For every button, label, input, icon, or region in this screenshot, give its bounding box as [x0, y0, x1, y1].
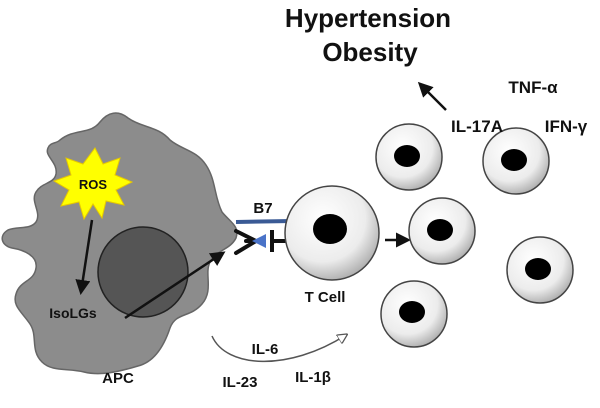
daughter-cell-1 — [375, 123, 443, 191]
feedback-il1b: IL-1β — [295, 369, 331, 386]
mhc-receptor-fork — [234, 229, 258, 255]
isolgs-to-receptor-arrow — [124, 251, 226, 320]
main-t-cell — [284, 185, 380, 281]
apc-nucleus — [97, 226, 189, 318]
ros-to-isolgs-arrow — [75, 219, 94, 295]
b7-bar — [235, 219, 293, 224]
b7-label: B7 — [253, 200, 272, 217]
ros-starburst-icon — [52, 147, 134, 221]
t-cell-nucleus — [313, 214, 347, 244]
apc-label: APC — [102, 370, 134, 387]
t-cell-label: T Cell — [305, 289, 346, 306]
feedback-cytokine-arrow — [211, 335, 346, 363]
daughter-cell-3 — [408, 197, 476, 265]
daughter-cell-2 — [482, 127, 550, 195]
ros-label: ROS — [79, 177, 108, 192]
daughter-cell-5 — [380, 280, 448, 348]
cytokine-ifng: IFN-γ — [545, 117, 588, 136]
feedback-il6: IL-6 — [252, 341, 279, 358]
cytokine-il17a: IL-17A — [451, 117, 503, 136]
cytokine-tnfa: TNF-α — [508, 78, 558, 97]
daughter-cell-4 — [506, 236, 574, 304]
antigen-peptide-triangle — [252, 234, 266, 248]
headline-obesity: Obesity — [322, 37, 418, 67]
headline-hypertension: Hypertension — [285, 3, 451, 33]
il17a-to-disease-arrow — [417, 81, 447, 111]
feedback-il23: IL-23 — [222, 374, 257, 391]
isolgs-label: IsoLGs — [49, 305, 97, 321]
